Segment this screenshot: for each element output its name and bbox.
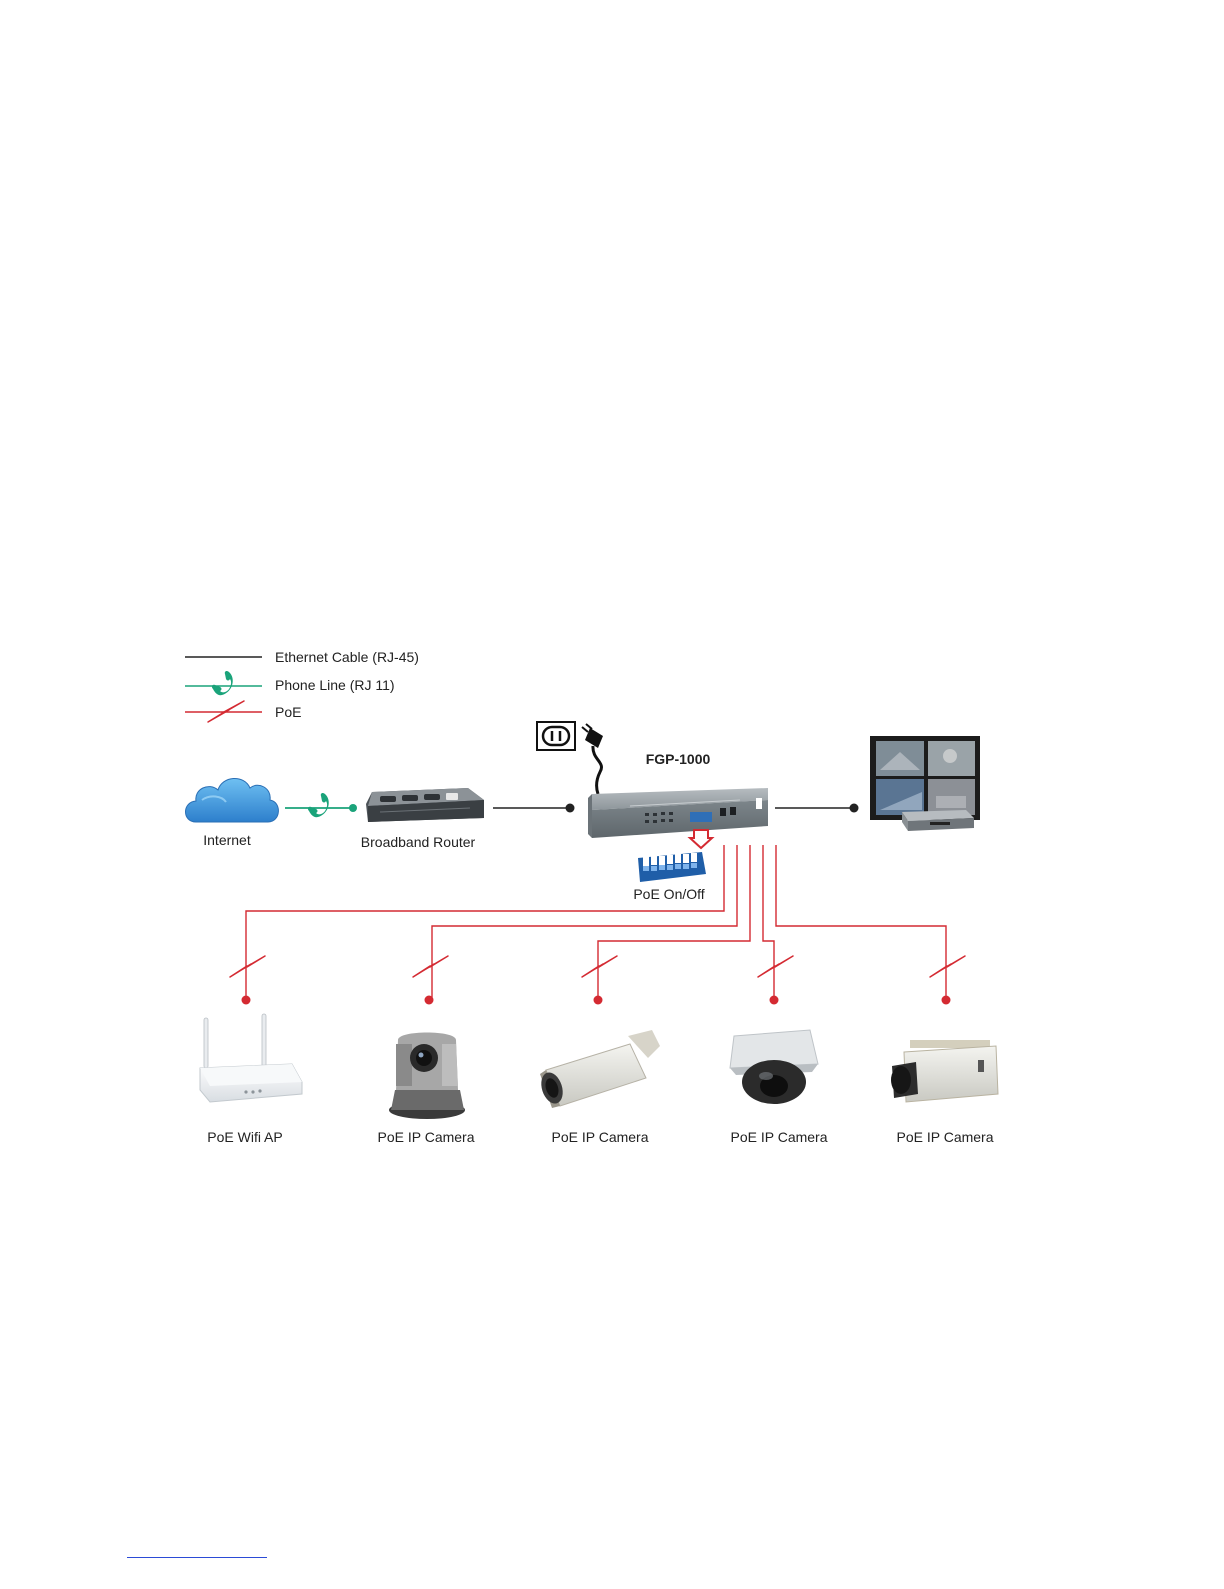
poe-dip-switch-icon: [638, 830, 712, 882]
device-label: PoE IP Camera: [730, 1129, 827, 1145]
internet-cloud-icon: [186, 778, 279, 822]
device-label: PoE IP Camera: [896, 1129, 993, 1145]
legend-ethernet-label: Ethernet Cable (RJ-45): [275, 649, 419, 665]
power-plug-icon: [582, 724, 603, 794]
ptz-camera-icon: [389, 1033, 465, 1120]
surveillance-monitor-icon: [870, 736, 980, 820]
ethernet-link-switch-nvr: [775, 804, 859, 813]
fgp-1000-switch-icon: [588, 788, 768, 838]
ethernet-link-router-switch: [493, 804, 575, 813]
poe-bolt-icon: [930, 956, 965, 1005]
phone-link-icon: [308, 793, 329, 817]
router-device-icon: [366, 788, 484, 822]
device-label: PoE IP Camera: [377, 1129, 474, 1145]
poe-trunk-lines: [246, 845, 946, 1000]
bullet-camera-icon: [538, 1030, 660, 1108]
internet-label: Internet: [203, 832, 250, 848]
legend-phone-label: Phone Line (RJ 11): [275, 677, 395, 693]
poe-bolt-icon: [582, 956, 617, 1005]
dome-camera-icon: [730, 1030, 818, 1104]
router-label: Broadband Router: [361, 834, 475, 850]
nvr-recorder-icon: [902, 810, 974, 831]
power-outlet-icon: [537, 722, 575, 750]
poe-bolt-icon: [413, 956, 448, 1005]
legend: [185, 657, 262, 722]
wifi-ap-icon: [200, 1014, 302, 1102]
legend-poe-label: PoE: [275, 704, 301, 720]
phone-link: [285, 793, 357, 817]
legend-phone-icon: [212, 671, 233, 695]
switch-model-label: FGP-1000: [646, 751, 711, 767]
box-camera-icon: [891, 1040, 998, 1102]
device-label: PoE Wifi AP: [207, 1129, 282, 1145]
footnote-rule: [127, 1557, 267, 1558]
poe-switch-label: PoE On/Off: [633, 886, 704, 902]
poe-bolt-icon: [230, 956, 265, 1005]
poe-bolt-icon: [758, 956, 793, 1005]
device-label: PoE IP Camera: [551, 1129, 648, 1145]
